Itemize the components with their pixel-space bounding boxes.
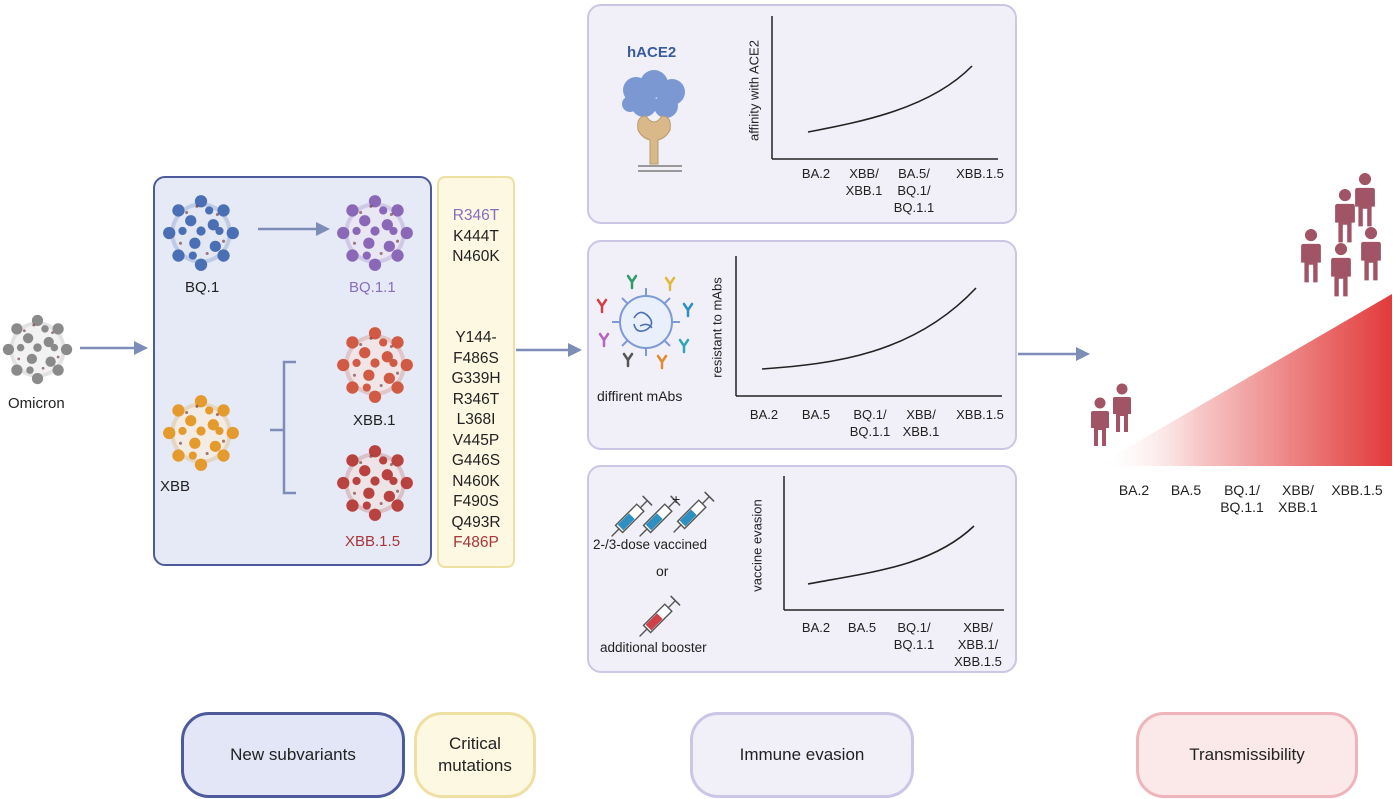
vaccine-curve bbox=[807, 525, 975, 585]
xbb-label: XBB bbox=[160, 478, 191, 495]
ace2-chart bbox=[771, 16, 998, 160]
legend-critical-mutations: Critical mutations bbox=[414, 712, 536, 798]
mutation-item: V445P bbox=[452, 431, 500, 449]
mutation-item: N460K bbox=[452, 472, 500, 490]
xbb-virus-icon bbox=[160, 392, 242, 474]
svg-text:+: + bbox=[672, 491, 680, 507]
vaccine-tick: BQ.1/ BQ.1.1 bbox=[893, 620, 935, 652]
mabs-tick: BA.5 bbox=[801, 407, 831, 422]
bq1-virus-icon bbox=[160, 192, 242, 274]
ace2-tick: BA.5/ BQ.1/ BQ.1.1 bbox=[893, 166, 935, 215]
mabs-chart bbox=[735, 256, 1002, 397]
vaccine-tick: BA.5 bbox=[847, 620, 877, 635]
xbb1-virus-icon bbox=[334, 324, 416, 406]
vaccine-label-booster: additional booster bbox=[600, 640, 707, 655]
arrow-omicron-to-subvariants bbox=[80, 341, 148, 355]
omicron-virus-icon bbox=[0, 312, 75, 387]
mabs-ylabel: resistant to mAbs bbox=[709, 277, 725, 378]
mabs-tick: BQ.1/ BQ.1.1 bbox=[849, 407, 891, 439]
people-large-group-icon bbox=[1298, 172, 1398, 300]
mutation-item: G339H bbox=[451, 370, 501, 387]
xbb15-label: XBB.1.5 bbox=[345, 533, 401, 550]
booster-syringe-icon bbox=[639, 595, 681, 637]
transmissibility-tick: BA.2 bbox=[1118, 482, 1150, 498]
people-small-group-icon bbox=[1086, 380, 1146, 450]
arrow-evasion-to-transmissibility bbox=[1018, 347, 1090, 361]
mutation-item: Y144- bbox=[455, 329, 497, 346]
transmissibility-tick: XBB/ XBB.1 bbox=[1278, 482, 1318, 515]
bq1-label: BQ.1 bbox=[185, 279, 220, 296]
mabs-icon-label: diffirent mAbs bbox=[597, 388, 683, 404]
bq11-label: BQ.1.1 bbox=[349, 279, 396, 296]
vaccine-chart bbox=[783, 476, 1004, 611]
ace2-ylabel: affinity with ACE2 bbox=[746, 40, 762, 141]
vaccine-tick: BA.2 bbox=[801, 620, 831, 635]
arrow-bq1-to-bq11 bbox=[258, 222, 330, 236]
legend-immune-evasion: Immune evasion bbox=[690, 712, 914, 798]
vaccine-label-dose: 2-/3-dose vaccined bbox=[593, 537, 708, 552]
mutation-item: L368I bbox=[456, 411, 496, 428]
vaccine-tick: XBB/ XBB.1/ XBB.1.5 bbox=[954, 620, 1002, 669]
mutation-list-xbb: Y144- F486S G339H R346T L368I V445P G446… bbox=[439, 328, 513, 554]
transmissibility-tick: BQ.1/ BQ.1.1 bbox=[1220, 482, 1264, 515]
vaccine-ylabel: vaccine evasion bbox=[749, 499, 765, 592]
antibodies-virus-icon bbox=[596, 274, 694, 370]
mutation-item: R346T bbox=[452, 390, 500, 408]
xbb-branch-bracket bbox=[270, 360, 296, 495]
xbb1-label: XBB.1 bbox=[353, 412, 396, 429]
mabs-tick: XBB/ XBB.1 bbox=[902, 407, 940, 439]
transmissibility-tick: XBB.1.5 bbox=[1331, 482, 1383, 498]
mutation-item: F486P bbox=[453, 534, 499, 551]
vaccine-evasion-panel bbox=[587, 465, 1017, 673]
hace2-label: hACE2 bbox=[627, 44, 677, 61]
mabs-curve bbox=[761, 287, 977, 370]
transmissibility-tick: BA.5 bbox=[1170, 482, 1202, 498]
mutation-item: F490S bbox=[453, 493, 499, 510]
mutation-list-bq: R346T K444T N460K bbox=[439, 206, 513, 268]
arrow-mutations-to-evasion bbox=[516, 343, 582, 357]
ace2-tick: XBB.1.5 bbox=[956, 166, 1004, 181]
legend-transmissibility: Transmissibility bbox=[1136, 712, 1358, 798]
ace2-receptor-icon bbox=[622, 70, 685, 172]
legend-new-subvariants: New subvariants bbox=[181, 712, 405, 798]
mutation-item: G446S bbox=[451, 452, 501, 469]
mutation-item: Q493R bbox=[451, 513, 501, 531]
critical-mutations-box: R346T K444T N460K Y144- F486S G339H R346… bbox=[437, 176, 515, 568]
xbb15-virus-icon bbox=[334, 442, 416, 524]
mutation-item: K444T bbox=[453, 227, 499, 245]
bq11-virus-icon bbox=[334, 192, 416, 274]
ace2-tick: BA.2 bbox=[801, 166, 831, 181]
mutation-item: R346T bbox=[452, 207, 500, 224]
ace2-tick: XBB/ XBB.1 bbox=[845, 166, 883, 198]
vaccine-label-or: or bbox=[656, 563, 669, 579]
transmissibility-gradient-triangle bbox=[1096, 294, 1392, 466]
mutation-item: N460K bbox=[452, 248, 500, 265]
mabs-tick: XBB.1.5 bbox=[956, 407, 1004, 422]
mutation-item: F486S bbox=[453, 349, 499, 367]
omicron-label: Omicron bbox=[8, 395, 65, 412]
mabs-tick: BA.2 bbox=[749, 407, 779, 422]
ace2-curve bbox=[807, 65, 973, 133]
syringes-icon: + bbox=[611, 491, 715, 537]
